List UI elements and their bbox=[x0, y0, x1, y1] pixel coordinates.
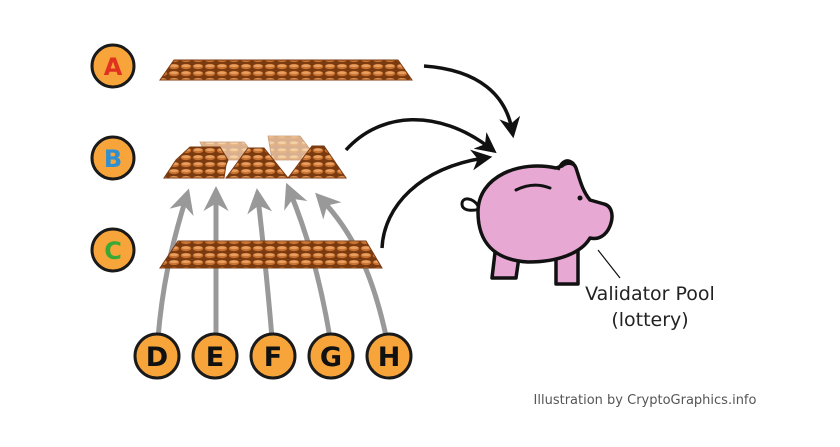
badge-e: E bbox=[191, 332, 239, 380]
black-arrows bbox=[344, 64, 521, 249]
arrow-b-to-pool bbox=[344, 118, 497, 154]
badge-g: G bbox=[307, 332, 355, 380]
pool-label-line2: (lottery) bbox=[611, 309, 688, 331]
credit-text: Illustration by CryptoGraphics.info bbox=[534, 393, 757, 408]
badge-h: H bbox=[365, 332, 413, 380]
badge-e-label: E bbox=[206, 342, 224, 373]
arrow-d-to-b bbox=[155, 188, 194, 339]
coin-stack-c bbox=[159, 240, 383, 269]
badge-d: D bbox=[133, 332, 181, 380]
badge-b: B bbox=[90, 135, 136, 181]
badge-c: C bbox=[90, 227, 136, 273]
badge-b-label: B bbox=[104, 145, 122, 173]
arrow-f-to-b bbox=[247, 188, 275, 339]
coin-stack-b-pile-1 bbox=[163, 146, 229, 179]
pool-label-line1: Validator Pool bbox=[585, 283, 715, 305]
badge-g-label: G bbox=[320, 342, 342, 373]
badge-f: F bbox=[249, 332, 297, 380]
coin-stack-b bbox=[163, 135, 347, 179]
badge-a-label: A bbox=[104, 53, 123, 81]
badge-c-label: C bbox=[104, 237, 122, 265]
badge-f-label: F bbox=[264, 342, 282, 373]
coin-stack-b-pile-3 bbox=[287, 145, 347, 179]
arrow-a-to-pool bbox=[423, 64, 521, 139]
badge-h-label: H bbox=[378, 342, 401, 373]
coin-stack-a bbox=[159, 59, 413, 81]
piggy-bank-icon bbox=[460, 159, 614, 286]
badge-d-label: D bbox=[146, 342, 168, 373]
arrow-c-to-pool bbox=[380, 149, 493, 249]
badge-a: A bbox=[90, 43, 136, 89]
pool-callout-line bbox=[597, 249, 621, 279]
